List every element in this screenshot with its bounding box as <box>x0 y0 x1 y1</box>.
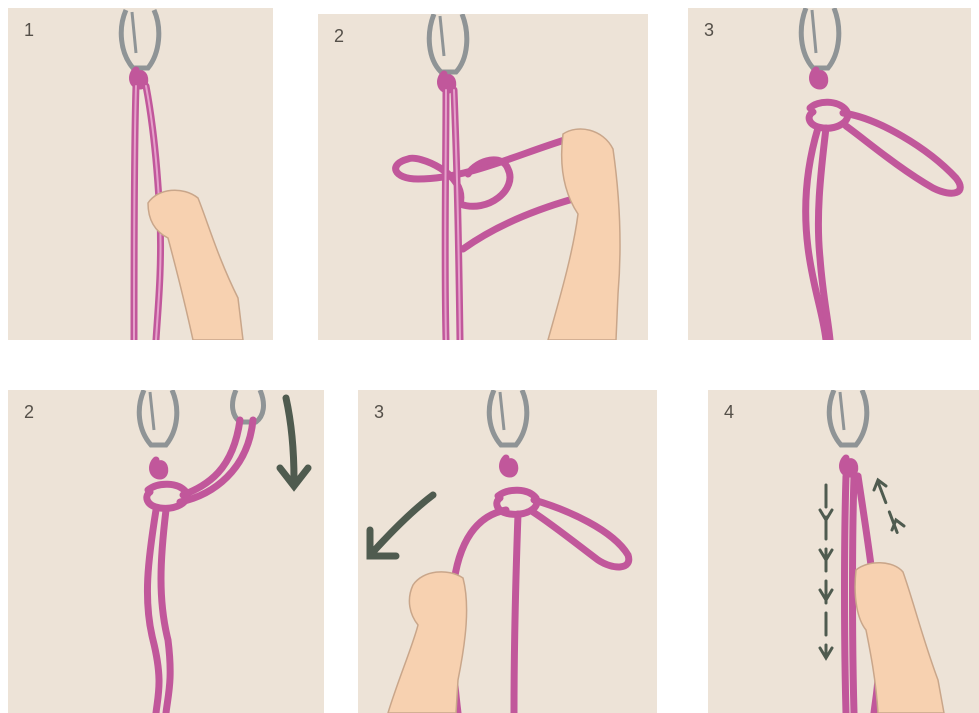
step-panel-6: 4 <box>708 390 979 713</box>
carabiner-icon <box>139 390 177 445</box>
step-number: 2 <box>334 26 344 47</box>
step-2-illustration <box>318 14 648 340</box>
step-panel-4: 2 <box>8 390 324 713</box>
hand-icon <box>548 129 620 340</box>
step-2-alt-illustration <box>8 390 324 713</box>
step-number: 4 <box>724 402 734 423</box>
arrow-down-icon <box>280 398 308 486</box>
step-panel-1: 1 <box>8 8 273 340</box>
carabiner-icon <box>429 14 467 72</box>
carabiner-icon <box>829 390 867 445</box>
carabiner-icon <box>233 390 264 422</box>
arrow-down-icon <box>820 485 832 658</box>
carabiner-icon <box>121 10 159 68</box>
hand-icon <box>388 572 467 713</box>
rope <box>396 74 573 340</box>
step-panel-5: 3 <box>358 390 657 713</box>
step-3-alt-illustration <box>358 390 657 713</box>
step-panel-2: 2 <box>318 14 648 340</box>
step-number: 1 <box>24 20 34 41</box>
rope <box>806 70 961 340</box>
hand-icon <box>855 563 944 713</box>
arrow-up-icon <box>874 480 904 540</box>
step-1-illustration <box>8 8 273 340</box>
rope <box>452 458 629 713</box>
carabiner-icon <box>801 8 839 68</box>
step-number: 3 <box>374 402 384 423</box>
step-4-illustration <box>708 390 979 713</box>
step-number: 2 <box>24 402 34 423</box>
step-3-illustration <box>688 8 971 340</box>
step-number: 3 <box>704 20 714 41</box>
step-panel-3: 3 <box>688 8 971 340</box>
arrow-left-down-icon <box>370 495 433 556</box>
carabiner-icon <box>489 390 527 445</box>
rope <box>147 420 253 713</box>
